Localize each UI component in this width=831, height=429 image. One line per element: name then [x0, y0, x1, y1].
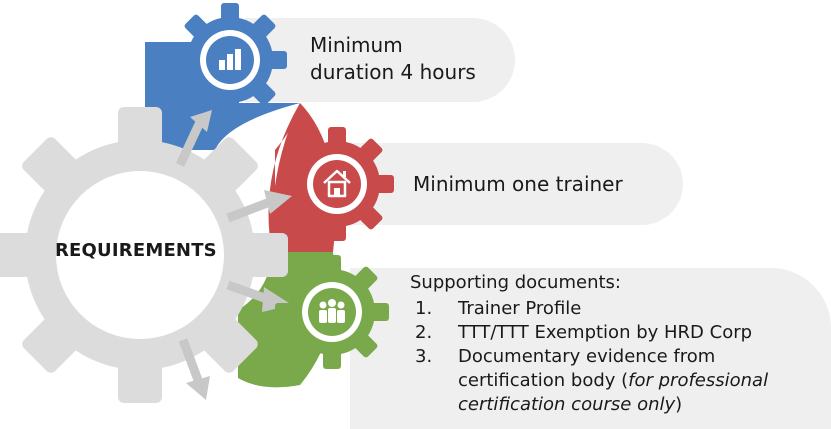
central-gear-icon — [0, 107, 288, 403]
list-item-text: TTT/TTT Exemption by HRD Corp — [458, 322, 753, 343]
item-panel-trainer — [350, 143, 683, 225]
documents-heading: Supporting documents: — [410, 272, 621, 293]
list-item-italic-note: for professional certification course on… — [458, 370, 769, 415]
list-item-number: 2. — [415, 322, 433, 343]
arrow-down — [178, 338, 210, 400]
duration-text-line1: Minimum — [310, 33, 403, 57]
trainer-text: Minimum one trainer — [413, 172, 623, 196]
list-item: 2. TTT/TTT Exemption by HRD Corp — [410, 321, 825, 345]
list-item-text: Trainer Profile — [458, 298, 582, 319]
house-icon — [323, 169, 351, 198]
documents-list: 1. Trainer Profile 2. TTT/TTT Exemption … — [410, 297, 825, 417]
list-item-text: Documentary evidence from certification … — [458, 346, 716, 391]
list-item: 3. Documentary evidence from certificati… — [410, 345, 825, 417]
arrow-to-trainer — [226, 190, 292, 223]
list-item-number: 1. — [415, 298, 433, 319]
arrow-to-duration — [175, 110, 212, 167]
item-panel-duration — [245, 18, 515, 102]
item-panel-documents — [350, 268, 831, 429]
bar-chart-icon — [219, 49, 241, 70]
duration-text-line2: duration 4 hours — [310, 60, 476, 84]
group-people-icon — [319, 299, 345, 323]
list-item-number: 3. — [415, 346, 433, 367]
list-item: 1. Trainer Profile — [410, 297, 825, 321]
trainer-gear-icon — [280, 127, 394, 241]
duration-gear-icon — [173, 3, 287, 117]
center-label: REQUIREMENTS — [55, 240, 217, 261]
list-item-tail: ) — [675, 394, 683, 415]
documents-gear-icon — [275, 255, 389, 369]
